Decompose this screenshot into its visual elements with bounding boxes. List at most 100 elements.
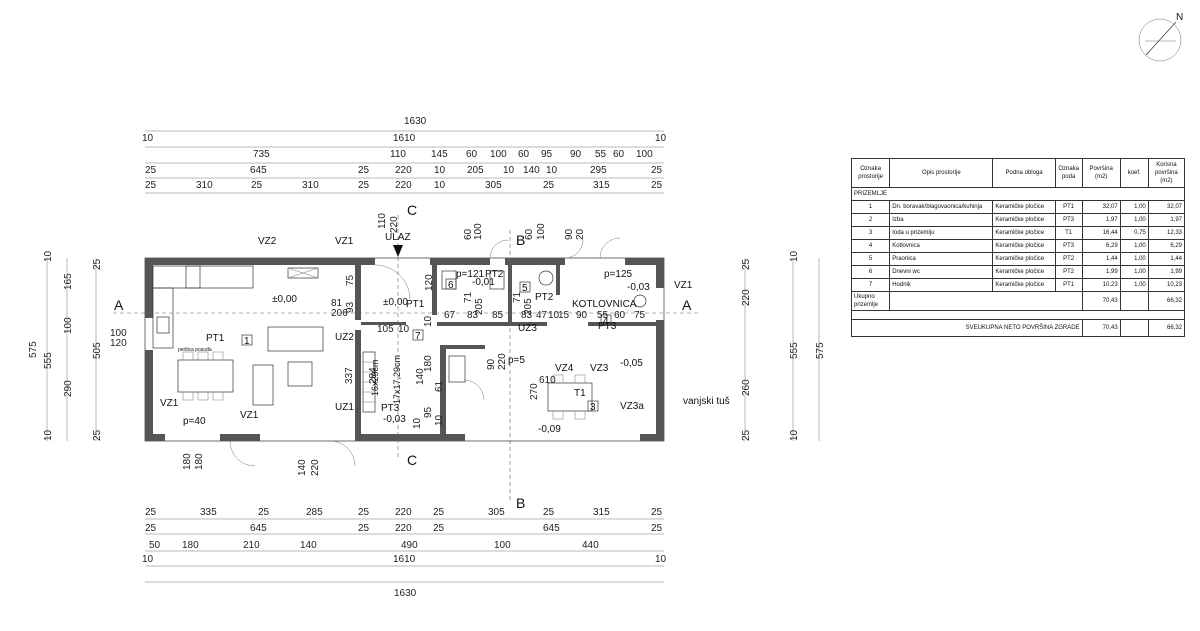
dim-label: 50 bbox=[149, 540, 161, 551]
entrance-label: ULAZ bbox=[385, 232, 411, 243]
level-label: -0,03 bbox=[383, 414, 406, 425]
dim-label: 295 bbox=[590, 165, 607, 176]
stairs-label: 16x29cm bbox=[370, 359, 380, 396]
dim-label: 315 bbox=[593, 507, 610, 518]
col-header: Podna obloga bbox=[992, 158, 1056, 188]
table-cell: 6 bbox=[850, 265, 891, 279]
parapet-label: p=121 bbox=[456, 269, 485, 280]
window-label: VZ3 bbox=[590, 363, 609, 374]
dim-label: 610 bbox=[539, 375, 556, 386]
dim-label: 25 bbox=[651, 507, 663, 518]
dim-label: 205 bbox=[474, 298, 485, 315]
dim-label: 284 bbox=[368, 367, 379, 384]
subtotal-useful: 66,32 bbox=[1147, 291, 1186, 311]
dim-label: 10 bbox=[423, 315, 434, 327]
table-cell: 1,00 bbox=[1119, 252, 1149, 266]
dim-label: 555 bbox=[789, 342, 800, 359]
total-useful: 66,32 bbox=[1147, 319, 1186, 337]
table-cell: T1 bbox=[1054, 226, 1083, 240]
north-label: N bbox=[1176, 12, 1183, 23]
table-cell: 4 bbox=[850, 239, 891, 253]
dim-label: 120 bbox=[424, 274, 435, 291]
parapet-label: p=40 bbox=[183, 416, 206, 427]
col-header: Korisna površina (m2) bbox=[1147, 158, 1186, 188]
floor-type-label: PT3 bbox=[381, 403, 400, 414]
dim-label: 25 bbox=[651, 165, 663, 176]
subtotal-label: Ukupno prizemlje bbox=[850, 291, 891, 311]
table-cell: 1,00 bbox=[1119, 239, 1149, 253]
level-label: -0,01 bbox=[472, 277, 495, 288]
room-number: 3 bbox=[590, 402, 596, 413]
dim-label: 220 bbox=[395, 507, 412, 518]
table-cell: Izba bbox=[889, 213, 994, 227]
col-header: Opis prostorije bbox=[889, 158, 994, 188]
dim-label: 75 bbox=[634, 310, 646, 321]
dim-label: 15 bbox=[558, 310, 570, 321]
dim-label: 10 bbox=[142, 554, 154, 565]
dim-label: 85 bbox=[492, 310, 504, 321]
dim-label: 440 bbox=[582, 540, 599, 551]
furniture bbox=[152, 237, 647, 467]
dim-label: 10 bbox=[789, 250, 800, 262]
dim-label: 100 bbox=[536, 223, 547, 240]
dim-label: 337 bbox=[344, 367, 355, 384]
dim-label: 25 bbox=[741, 429, 752, 441]
parapet-label: p=5 bbox=[508, 355, 525, 366]
dim-label: 81 bbox=[331, 298, 343, 309]
dim-label: 10 bbox=[503, 165, 515, 176]
section-b-top: B bbox=[516, 232, 525, 248]
dim-label: 25 bbox=[145, 523, 157, 534]
dim-label: 575 bbox=[815, 342, 826, 359]
dim-label: 25 bbox=[145, 165, 157, 176]
dim-label: 25 bbox=[433, 507, 445, 518]
section-c-top: C bbox=[407, 202, 417, 218]
table-cell: Dnevni wc bbox=[889, 265, 994, 279]
table-cell: PT1 bbox=[1054, 278, 1083, 292]
section-label: PRIZEMLJE bbox=[851, 187, 1185, 201]
dim-label: 61 bbox=[434, 380, 445, 392]
dim-label: 10 bbox=[655, 133, 667, 144]
dim-label: 25 bbox=[358, 523, 370, 534]
room-area-table: Oznaka prostorije Opis prostorije Podna … bbox=[850, 158, 1186, 337]
dim-label: 25 bbox=[741, 258, 752, 270]
table-cell: 12,33 bbox=[1147, 226, 1186, 240]
col-header: koef. bbox=[1119, 158, 1149, 188]
bottom-dimensions: 25 335 25 285 25 220 25 305 25 315 25 25… bbox=[142, 507, 667, 599]
dim-label: 25 bbox=[258, 507, 270, 518]
section-lines: A A B B C C bbox=[113, 202, 700, 511]
entrance-arrow-icon bbox=[393, 245, 403, 257]
dim-label: 220 bbox=[310, 459, 321, 476]
floor-type-label: PT3 bbox=[598, 321, 617, 332]
table-cell: 7 bbox=[850, 278, 891, 292]
dim-label: 100 bbox=[63, 317, 74, 334]
dim-label: 210 bbox=[243, 540, 260, 551]
dim-label: 10 bbox=[789, 429, 800, 441]
appliance-label: perilica posuđa bbox=[178, 347, 212, 353]
dim-label: 645 bbox=[250, 165, 267, 176]
total-area: 70,43 bbox=[1081, 319, 1121, 337]
dim-label: 25 bbox=[358, 180, 370, 191]
dim-label: 20 bbox=[575, 228, 586, 240]
north-arrow-icon: N bbox=[1138, 12, 1183, 62]
window-label: VZ1 bbox=[160, 398, 179, 409]
dim-total: 1630 bbox=[394, 588, 417, 599]
total-label: SVEUKUPNA NETO POVRŠINA ZGRADE bbox=[851, 319, 1083, 337]
col-header: Oznaka poda bbox=[1054, 158, 1083, 188]
dim-label: 60 bbox=[466, 149, 478, 160]
table-cell: 2 bbox=[850, 213, 891, 227]
dim-label: 71 bbox=[512, 291, 523, 303]
spacer-row bbox=[851, 310, 1185, 320]
dim-label: 310 bbox=[196, 180, 213, 191]
dim-label: 25 bbox=[358, 507, 370, 518]
dim-label: 220 bbox=[741, 289, 752, 306]
window-label: VZ4 bbox=[555, 363, 574, 374]
level-label: -0,05 bbox=[620, 358, 643, 369]
dim-label: 205 bbox=[467, 165, 484, 176]
dim-label: 140 bbox=[300, 540, 317, 551]
floor-type-label: PT2 bbox=[485, 269, 504, 280]
dim-label: 305 bbox=[488, 507, 505, 518]
table-cell: 32,07 bbox=[1147, 200, 1186, 214]
